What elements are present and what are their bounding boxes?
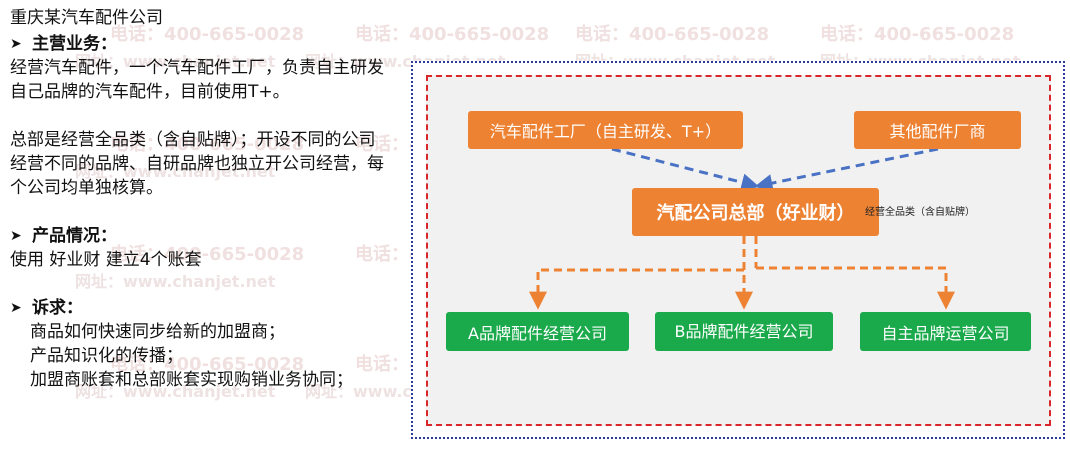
arrow-hq-to-branches bbox=[529, 236, 955, 310]
section-demands-title: ➤ 诉求： bbox=[10, 296, 390, 320]
hq-annotation: 经营全品类（含自贴牌） bbox=[865, 207, 975, 218]
arrow-bullet-icon: ➤ bbox=[10, 300, 22, 316]
description-column: 重庆某汽车配件公司 ➤ 主营业务： 经营汽车配件，一个汽车配件工厂，负责自主研发… bbox=[10, 6, 390, 392]
demand-item: 商品如何快速同步给新的加盟商； bbox=[30, 322, 285, 342]
section-title-text: 主营业务： bbox=[32, 34, 117, 54]
section-title-text: 诉求： bbox=[32, 298, 83, 318]
node-auto-parts-factory: 汽车配件工厂（自主研发、T+） bbox=[468, 111, 743, 149]
node-own-brand-company: 自主品牌运营公司 bbox=[860, 312, 1031, 351]
company-name: 重庆某汽车配件公司 bbox=[10, 8, 163, 28]
node-brand-a-company: A品牌配件经营公司 bbox=[446, 312, 629, 351]
node-other-suppliers: 其他配件厂商 bbox=[854, 111, 1021, 149]
section-title-text: 产品情况： bbox=[32, 226, 117, 246]
main-business-paragraph-1: 经营汽车配件，一个汽车配件工厂，负责自主研发自己品牌的汽车配件，目前使用T+。 bbox=[10, 58, 384, 102]
node-brand-b-company: B品牌配件经营公司 bbox=[655, 312, 833, 351]
demand-item: 产品知识化的传播； bbox=[30, 346, 183, 366]
section-products-title: ➤ 产品情况： bbox=[10, 224, 390, 248]
arrow-bullet-icon: ➤ bbox=[10, 36, 22, 52]
main-business-paragraph-2: 总部是经营全品类（含自贴牌）；开设不同的公司经营不同的品牌、自研品牌也独立开公司… bbox=[10, 130, 384, 198]
section-main-business-title: ➤ 主营业务： bbox=[10, 32, 390, 56]
arrow-factory-to-hq bbox=[611, 147, 760, 192]
products-paragraph: 使用 好业财 建立4个账套 bbox=[10, 250, 202, 270]
demand-item: 加盟商账套和总部账套实现购销业务协同； bbox=[30, 370, 353, 390]
arrow-other-to-hq bbox=[754, 147, 939, 192]
arrow-bullet-icon: ➤ bbox=[10, 228, 22, 244]
node-headquarters: 汽配公司总部（好业财） bbox=[632, 188, 879, 236]
